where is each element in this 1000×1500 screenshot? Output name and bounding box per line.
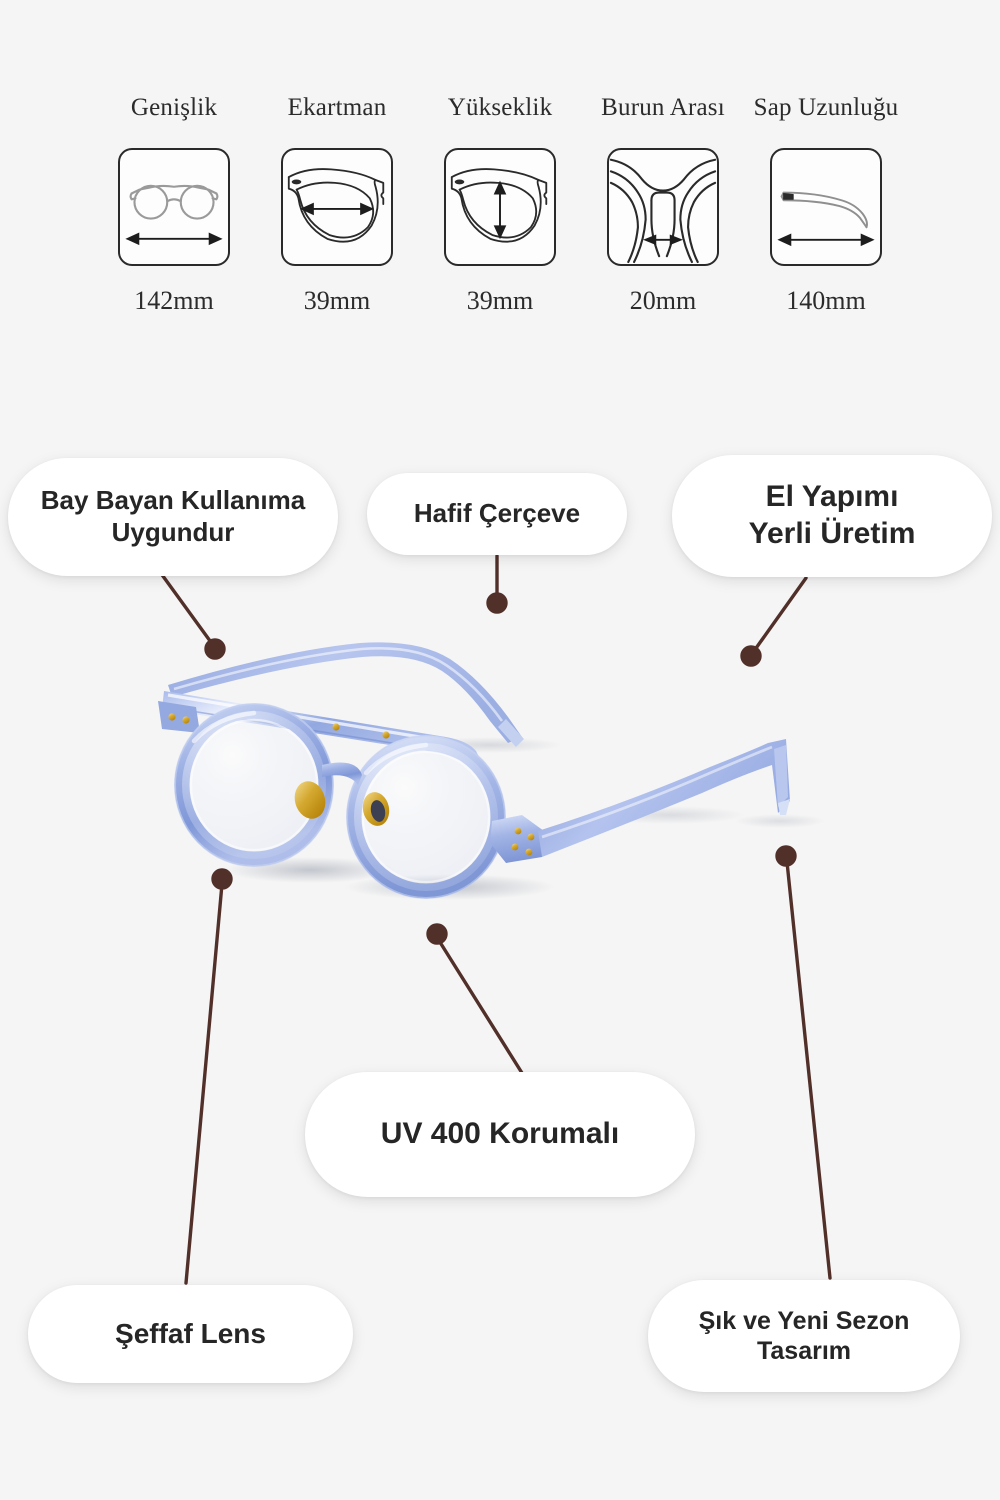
lens-width-icon (281, 148, 393, 266)
nose-bridge-icon (607, 148, 719, 266)
spec-item-bridge: Burun Arası 20mm (582, 95, 745, 314)
spec-value: 140mm (786, 286, 866, 315)
feature-pill-unisex[interactable]: Bay Bayan Kullanıma Uygundur (8, 458, 338, 576)
leader-dot-light (486, 592, 508, 614)
spec-title: Sap Uzunluğu (753, 94, 899, 121)
spec-item-width: Genişlik 142mm (93, 95, 256, 314)
spec-title: Burun Arası (601, 94, 725, 121)
feature-pill-season-design-line1: Şık ve Yeni Sezon (698, 1306, 910, 1335)
feature-pill-uv400[interactable]: UV 400 Korumalı (305, 1072, 695, 1197)
spec-title: Ekartman (287, 94, 387, 121)
specifications-strip: Genişlik 142mm Ekartman (0, 95, 1000, 314)
feature-pill-handmade[interactable]: El Yapımı Yerli Üretim (672, 455, 992, 577)
leader-line-lens (184, 882, 224, 1285)
leader-line-season (785, 860, 832, 1280)
leader-dot-uv (426, 923, 448, 945)
spec-value: 39mm (466, 286, 534, 315)
eyeglasses-photo (150, 625, 850, 915)
feature-pill-light-frame-label: Hafif Çerçeve (413, 498, 581, 529)
glasses-front-width-icon (118, 148, 230, 266)
feature-pill-unisex-line2: Uygundur (111, 517, 235, 547)
feature-pill-season-design-line2: Tasarım (756, 1337, 851, 1365)
spec-item-temple: Sap Uzunluğu 140mm (745, 95, 908, 314)
feature-pill-clear-lens[interactable]: Şeffaf Lens (28, 1285, 353, 1383)
feature-pill-season-design[interactable]: Şık ve Yeni Sezon Tasarım (648, 1280, 960, 1392)
lens-height-icon (444, 148, 556, 266)
feature-pill-unisex-line1: Bay Bayan Kullanıma (40, 485, 306, 516)
spec-item-lens-width: Ekartman 39mm (256, 95, 419, 314)
spec-value: 39mm (303, 286, 371, 315)
feature-pill-light-frame[interactable]: Hafif Çerçeve (367, 473, 627, 555)
feature-pill-handmade-line2: Yerli Üretim (748, 517, 916, 550)
leader-line-uv (436, 937, 524, 1075)
feature-pill-handmade-line1: El Yapımı (765, 480, 899, 514)
eyeglasses-illustration (158, 642, 825, 900)
feature-pill-clear-lens-label: Şeffaf Lens (115, 1317, 266, 1349)
spec-item-lens-height: Yükseklik 39mm (419, 95, 582, 314)
spec-title: Yükseklik (447, 94, 553, 121)
spec-value: 142mm (134, 286, 214, 315)
temple-length-icon (770, 148, 882, 266)
spec-value: 20mm (629, 286, 697, 315)
feature-pill-uv400-label: UV 400 Korumalı (380, 1117, 620, 1151)
spec-title: Genişlik (130, 94, 218, 121)
